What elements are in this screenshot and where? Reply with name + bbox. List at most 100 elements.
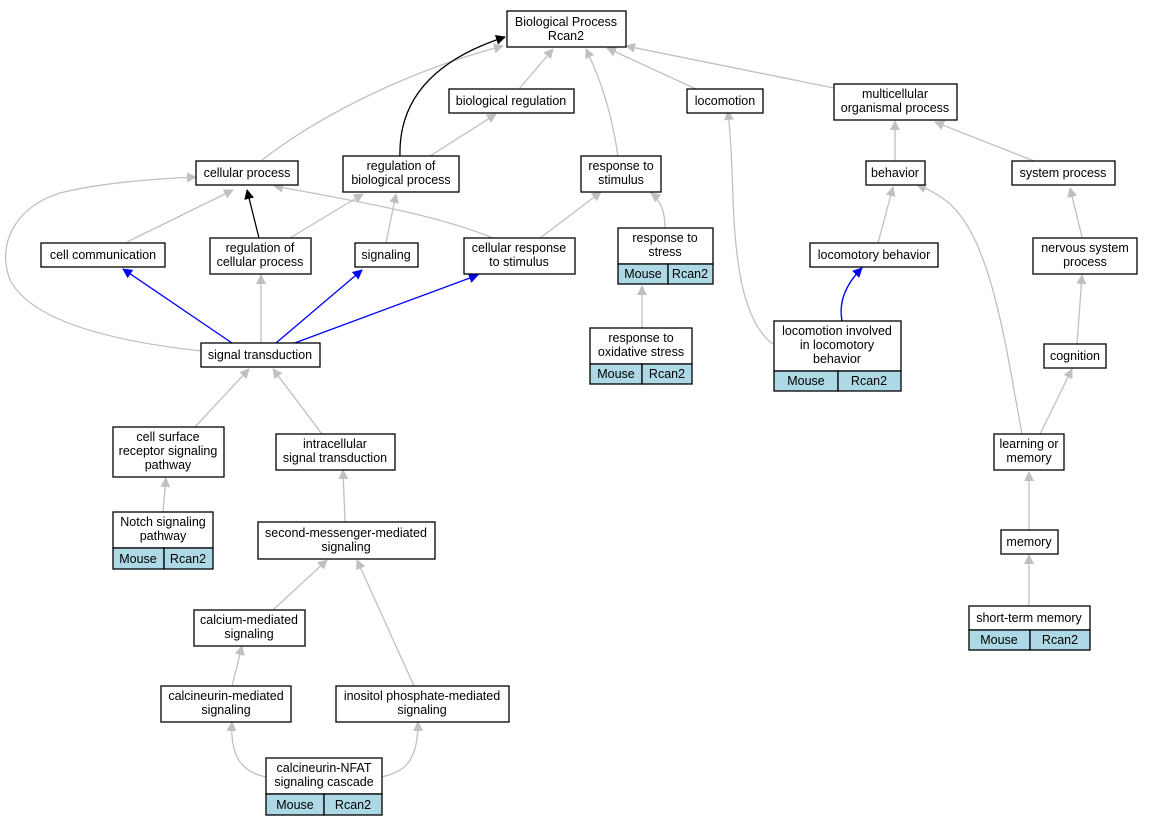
- edge-regulation-of-biological-process-to-root: [399, 35, 506, 158]
- node-inositol-phosphate-mediated-signaling[interactable]: inositol phosphate-mediated signaling: [335, 685, 510, 723]
- node-multicellular-line-2: organismal process: [841, 101, 949, 115]
- node-response-to-oxidative-stress[interactable]: response to oxidative stress Mouse Rcan2: [589, 327, 693, 385]
- node-cell-surface-line-2: receptor signaling: [119, 444, 218, 458]
- node-reg-cell-process-line-2: cellular process: [217, 255, 304, 269]
- edge-response-to-stress-to-response-to-stimulus: [650, 192, 666, 229]
- edge-signal-transduction-to-cell-communication: [122, 268, 233, 344]
- node-locomotion-involved-line-3: behavior: [813, 352, 861, 366]
- edge-cell-communication-to-cellular-process: [126, 189, 234, 243]
- node-notch-gene-cell: [163, 547, 214, 570]
- node-learning-or-memory[interactable]: learning or memory: [993, 433, 1065, 471]
- node-behavior[interactable]: behavior: [865, 160, 926, 186]
- edge-cellular-process-to-root: [261, 43, 504, 161]
- node-calcium-mediated-signaling[interactable]: calcium-mediated signaling: [193, 609, 306, 647]
- node-reg-cell-process-line-1: regulation of: [226, 241, 295, 255]
- node-response-to-stimulus[interactable]: response to stimulus: [580, 155, 662, 193]
- node-locomotion[interactable]: locomotion: [686, 88, 764, 114]
- edge-learning-to-behavior: [916, 183, 1023, 435]
- node-calcineurin-nfat-signaling-cascade[interactable]: calcineurin-NFAT signaling cascade Mouse…: [265, 757, 383, 816]
- node-behavior-label: behavior: [871, 166, 919, 180]
- node-response-to-stress-species: Mouse: [624, 267, 662, 281]
- node-calcineurin-mediated-signaling[interactable]: calcineurin-mediated signaling: [160, 685, 292, 723]
- node-cellular-process-label: cellular process: [204, 166, 291, 180]
- node-response-to-stress-gene: Rcan2: [672, 267, 708, 281]
- edge-response-to-stimulus-to-root: [585, 48, 619, 158]
- node-nfat-species: Mouse: [276, 798, 314, 812]
- edge-regulation-of-cellular-process-to-regulation-of-biological-process: [289, 193, 364, 239]
- node-signaling-label: signaling: [361, 248, 410, 262]
- node-notch-line-2: pathway: [140, 529, 187, 543]
- node-oxidative-stress-species: Mouse: [597, 367, 635, 381]
- node-reg-bio-process-line-2: biological process: [351, 173, 450, 187]
- edge-cellular-response-to-response-to-stimulus: [539, 191, 602, 239]
- node-cell-surface-receptor-signaling-pathway[interactable]: cell surface receptor signaling pathway: [112, 426, 225, 478]
- node-calcineurin-line-2: signaling: [201, 703, 250, 717]
- edge-calcineurin-to-calcium: [231, 645, 245, 687]
- node-locomotion-label: locomotion: [695, 94, 755, 108]
- node-intracellular-line-2: signal transduction: [283, 451, 387, 465]
- node-multicellular-organismal-process[interactable]: multicellular organismal process: [833, 83, 958, 121]
- node-root-line-2: Rcan2: [548, 29, 584, 43]
- node-locomotion-involved-line-2: in locomotory: [800, 338, 875, 352]
- node-cell-communication-label: cell communication: [50, 248, 156, 262]
- node-cellular-response-line-2: to stimulus: [489, 255, 549, 269]
- node-response-to-stimulus-line-1: response to: [588, 159, 653, 173]
- node-locomotory-behavior[interactable]: locomotory behavior: [809, 242, 939, 268]
- node-short-term-memory-gene: Rcan2: [1042, 633, 1078, 647]
- node-inositol-line-1: inositol phosphate-mediated: [344, 689, 500, 703]
- edge-locomotion-to-root: [606, 47, 699, 91]
- node-locomotion-involved-gene-cell: [837, 370, 902, 392]
- node-calcineurin-line-1: calcineurin-mediated: [168, 689, 283, 703]
- nodes: Biological Process Rcan2 biological regu…: [40, 10, 1138, 816]
- node-second-messenger-mediated-signaling[interactable]: second-messenger-mediated signaling: [257, 521, 436, 560]
- edge-system-process-to-multicellular-organismal-process: [934, 120, 1035, 162]
- node-regulation-of-biological-process[interactable]: regulation of biological process: [342, 155, 460, 193]
- node-oxidative-stress-line-2: oxidative stress: [598, 345, 684, 359]
- node-memory[interactable]: memory: [1000, 529, 1059, 555]
- edge-signal-transduction-to-cellular-response: [291, 273, 479, 345]
- node-nfat-line-1: calcineurin-NFAT: [277, 761, 372, 775]
- node-cognition[interactable]: cognition: [1043, 343, 1107, 369]
- node-locomotion-involved-line-1: locomotion involved: [782, 324, 892, 338]
- node-locomotion-involved-in-locomotory-behavior[interactable]: locomotion involved in locomotory behavi…: [773, 320, 902, 392]
- node-notch-signaling-pathway[interactable]: Notch signaling pathway Mouse Rcan2: [112, 511, 214, 570]
- edge-locomotion-involved-to-locomotory-behavior: [840, 267, 863, 322]
- node-biological-regulation[interactable]: biological regulation: [448, 88, 575, 114]
- edge-calcium-to-second-messenger: [272, 559, 328, 611]
- edge-nervous-system-process-to-system-process: [1067, 187, 1083, 238]
- node-short-term-memory[interactable]: short-term memory Mouse Rcan2: [968, 605, 1091, 651]
- node-root[interactable]: Biological Process Rcan2: [506, 10, 627, 48]
- edge-regulation-of-cellular-process-to-cellular-process: [244, 189, 260, 239]
- edge-intracellular-to-signal-transduction: [272, 368, 323, 435]
- node-nfat-line-2: signaling cascade: [274, 775, 373, 789]
- node-system-process[interactable]: system process: [1011, 160, 1116, 186]
- edge-cognition-to-nervous-system-process: [1076, 274, 1087, 345]
- node-memory-label: memory: [1006, 535, 1052, 549]
- node-cell-surface-line-3: pathway: [145, 458, 192, 472]
- edge-signal-transduction-to-signaling: [275, 269, 363, 344]
- node-signal-transduction[interactable]: signal transduction: [200, 342, 321, 368]
- edge-nfat-to-inositol: [380, 721, 423, 778]
- node-response-to-stress[interactable]: response to stress Mouse Rcan2: [617, 227, 714, 285]
- node-second-messenger-line-1: second-messenger-mediated: [265, 526, 427, 540]
- node-response-to-stress-line-2: stress: [648, 245, 681, 259]
- node-cellular-process[interactable]: cellular process: [195, 160, 299, 186]
- node-regulation-of-cellular-process[interactable]: regulation of cellular process: [209, 237, 312, 275]
- node-response-to-stimulus-line-2: stimulus: [598, 173, 644, 187]
- node-signaling[interactable]: signaling: [354, 242, 419, 268]
- node-nfat-gene-cell: [323, 793, 383, 816]
- node-biological-regulation-label: biological regulation: [456, 94, 567, 108]
- node-cellular-response-to-stimulus[interactable]: cellular response to stimulus: [463, 237, 576, 275]
- node-nervous-system-process[interactable]: nervous system process: [1032, 237, 1138, 275]
- node-system-process-label: system process: [1020, 166, 1107, 180]
- edge-regulation-of-biological-process-to-biological-regulation: [429, 113, 497, 157]
- edge-signal-transduction-to-cellular-process: [5, 172, 203, 352]
- node-oxidative-stress-gene: Rcan2: [649, 367, 685, 381]
- node-notch-gene: Rcan2: [170, 552, 206, 566]
- node-short-term-memory-species: Mouse: [980, 633, 1018, 647]
- node-intracellular-signal-transduction[interactable]: intracellular signal transduction: [275, 433, 396, 471]
- node-cell-communication[interactable]: cell communication: [40, 242, 166, 268]
- node-learning-or-memory-line-2: memory: [1006, 451, 1052, 465]
- node-learning-or-memory-line-1: learning or: [999, 437, 1058, 451]
